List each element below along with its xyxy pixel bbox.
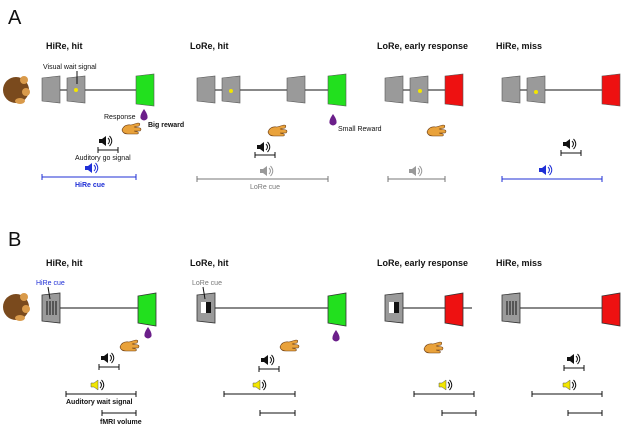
big-reward-label: Big reward <box>148 122 184 129</box>
a-title-1: HiRe, hit <box>46 41 83 51</box>
speaker-icon <box>90 379 105 391</box>
b-lore-cue-label: LoRe cue <box>192 280 222 287</box>
b-trial-4-screens <box>501 292 621 327</box>
go-signal-bracket <box>563 364 585 372</box>
hand-icon <box>121 122 142 135</box>
b-trial-1-screens <box>41 292 157 327</box>
speaker-icon <box>562 379 577 391</box>
speaker-icon <box>252 379 267 391</box>
a-trial-4-screens <box>501 73 621 107</box>
hand-icon <box>119 339 140 352</box>
drop-icon <box>329 114 337 126</box>
go-signal-bracket <box>97 146 119 154</box>
b-trial-3-screens <box>384 292 472 327</box>
b-title-1: HiRe, hit <box>46 258 83 268</box>
auditory-wait-signal-label: Auditory wait signal <box>66 399 133 406</box>
a-title-4: HiRe, miss <box>496 41 542 51</box>
drop-icon <box>332 330 340 342</box>
speaker-icon <box>100 352 115 364</box>
speaker-icon <box>84 162 99 174</box>
fmri-volume-label: fMRI volume <box>100 419 142 426</box>
speaker-icon <box>538 164 553 176</box>
hand-icon <box>279 339 300 352</box>
speaker-icon <box>259 165 274 177</box>
auditory-go-signal-label: Auditory go signal <box>75 155 131 162</box>
hand-icon <box>423 341 444 354</box>
head-icon <box>3 76 30 104</box>
hand-icon <box>426 124 447 137</box>
go-signal-bracket <box>98 363 120 371</box>
small-reward-label: Small Reward <box>338 126 382 133</box>
b-title-3: LoRe, early response <box>377 258 468 268</box>
a-trial-1-screens <box>41 73 155 107</box>
a-trial-3-screens <box>384 73 464 107</box>
hire-cue-label: HiRe cue <box>75 182 105 189</box>
visual-wait-signal-label: Visual wait signal <box>43 64 97 71</box>
hire-cue-arrow <box>47 286 51 300</box>
go-signal-bracket <box>254 151 276 159</box>
response-label: Response <box>104 114 136 121</box>
panel-letter-b: B <box>8 229 21 251</box>
speaker-icon <box>438 379 453 391</box>
lore-cue-arrow <box>202 286 206 300</box>
go-signal-bracket <box>258 365 280 373</box>
speaker-icon <box>256 141 271 153</box>
drop-icon <box>144 327 152 339</box>
b-hire-cue-label: HiRe cue <box>36 280 65 287</box>
a-title-2: LoRe, hit <box>190 41 229 51</box>
drop-icon <box>140 109 148 121</box>
lore-cue-label: LoRe cue <box>250 184 280 191</box>
a-trial-2-screens <box>196 73 347 107</box>
b-title-2: LoRe, hit <box>190 258 229 268</box>
head-icon <box>3 293 30 321</box>
speaker-icon <box>566 353 581 365</box>
speaker-icon <box>408 165 423 177</box>
b-title-4: HiRe, miss <box>496 258 542 268</box>
speaker-icon <box>260 354 275 366</box>
b-trial-2-screens <box>196 292 347 327</box>
panel-letter-a: A <box>8 7 22 29</box>
speaker-icon <box>98 135 113 147</box>
speaker-icon <box>562 138 577 150</box>
go-signal-bracket <box>560 149 582 157</box>
a-title-3: LoRe, early response <box>377 41 468 51</box>
hand-icon <box>267 124 288 137</box>
